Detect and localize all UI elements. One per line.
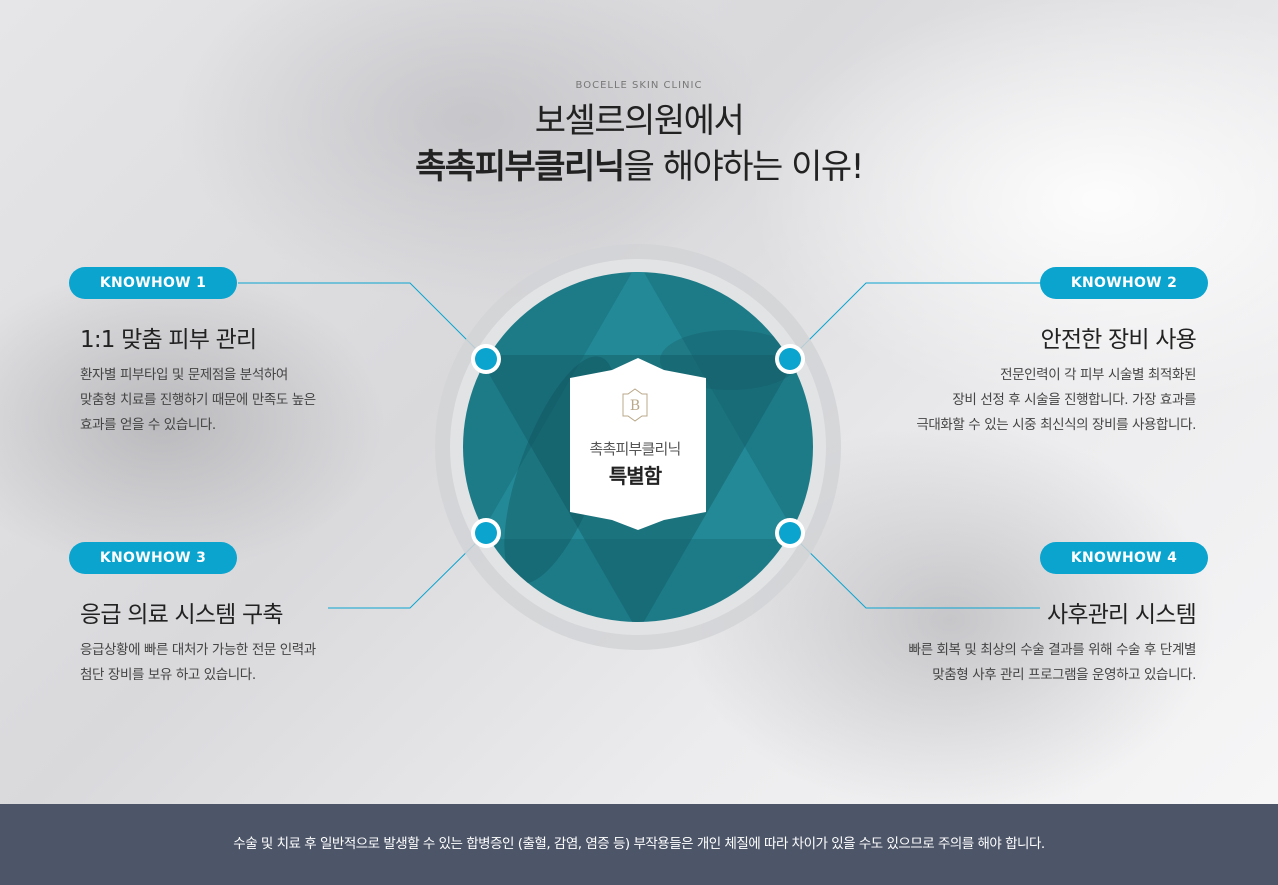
knowhow-1-line: 효과를 얻을 수 있습니다.	[80, 417, 216, 433]
knowhow-2-line: 극대화할 수 있는 시중 최신식의 장비를 사용합니다.	[916, 417, 1196, 433]
dot-3	[475, 522, 497, 544]
knowhow-2-line: 전문인력이 각 피부 시술별 최적화된	[1000, 367, 1196, 383]
knowhow-3-title: 응급 의료 시스템 구축	[80, 602, 284, 628]
center-title: 특별함	[608, 464, 662, 488]
connector-1	[238, 282, 487, 360]
title-line-2: 촉촉피부클리닉을 해야하는 이유!	[0, 144, 1278, 190]
knowhow-1-description: 환자별 피부타입 및 문제점을 분석하여 맞춤형 치료를 진행하기 때문에 만족…	[80, 363, 410, 438]
center-label: B 촉촉피부클리닉 특별함	[564, 358, 706, 530]
knowhow-4-description: 빠른 회복 및 최상의 수술 결과를 위해 수술 후 단계별 맞춤형 사후 관리…	[846, 638, 1197, 688]
clinic-logo-icon: B	[622, 388, 648, 422]
knowhow-4-badge: KNOWHOW 4	[1040, 542, 1208, 574]
title-rest: 을 해야하는 이유!	[623, 147, 865, 187]
knowhow-2-line: 장비 선정 후 시술을 진행합니다. 가장 효과를	[952, 392, 1196, 408]
knowhow-3-line: 첨단 장비를 보유 하고 있습니다.	[80, 667, 256, 683]
knowhow-2-badge: KNOWHOW 2	[1040, 267, 1208, 299]
dot-1	[475, 348, 497, 370]
knowhow-4-line: 빠른 회복 및 최상의 수술 결과를 위해 수술 후 단계별	[908, 642, 1197, 658]
connector-2	[789, 282, 1040, 360]
page-title: 보셀르의원에서 촉촉피부클리닉을 해야하는 이유!	[0, 98, 1278, 190]
knowhow-3-line: 응급상황에 빠른 대처가 가능한 전문 인력과	[80, 642, 316, 658]
center-subtitle: 촉촉피부클리닉	[589, 440, 681, 458]
knowhow-4-line: 맞춤형 사후 관리 프로그램을 운영하고 있습니다.	[932, 667, 1196, 683]
dot-4	[779, 522, 801, 544]
knowhow-1-badge: KNOWHOW 1	[69, 267, 237, 299]
knowhow-1-line: 맞춤형 치료를 진행하기 때문에 만족도 높은	[80, 392, 316, 408]
logo-letter: B	[630, 398, 640, 414]
connector-3	[328, 532, 487, 609]
title-highlight: 촉촉피부클리닉	[415, 147, 625, 187]
brand-label: BOCELLE SKIN CLINIC	[575, 80, 703, 91]
dot-2	[779, 348, 801, 370]
knowhow-3-description: 응급상황에 빠른 대처가 가능한 전문 인력과 첨단 장비를 보유 하고 있습니…	[80, 638, 410, 688]
connector-4	[789, 532, 1040, 609]
knowhow-1-title: 1:1 맞춤 피부 관리	[80, 327, 257, 353]
knowhow-2-title: 안전한 장비 사용	[1040, 327, 1196, 353]
knowhow-1-line: 환자별 피부타입 및 문제점을 분석하여	[80, 367, 288, 383]
knowhow-dots	[471, 344, 805, 548]
title-line-1: 보셀르의원에서	[534, 101, 745, 141]
footer-notice: 수술 및 치료 후 일반적으로 발생할 수 있는 합병증인 (출혈, 감염, 염…	[0, 804, 1278, 885]
connector-lines	[238, 282, 1040, 609]
center-badge	[570, 358, 706, 530]
knowhow-4-title: 사후관리 시스템	[1046, 602, 1197, 628]
knowhow-3-badge: KNOWHOW 3	[69, 542, 237, 574]
knowhow-2-description: 전문인력이 각 피부 시술별 최적화된 장비 선정 후 시술을 진행합니다. 가…	[846, 363, 1196, 438]
center-diagram	[238, 244, 1040, 650]
